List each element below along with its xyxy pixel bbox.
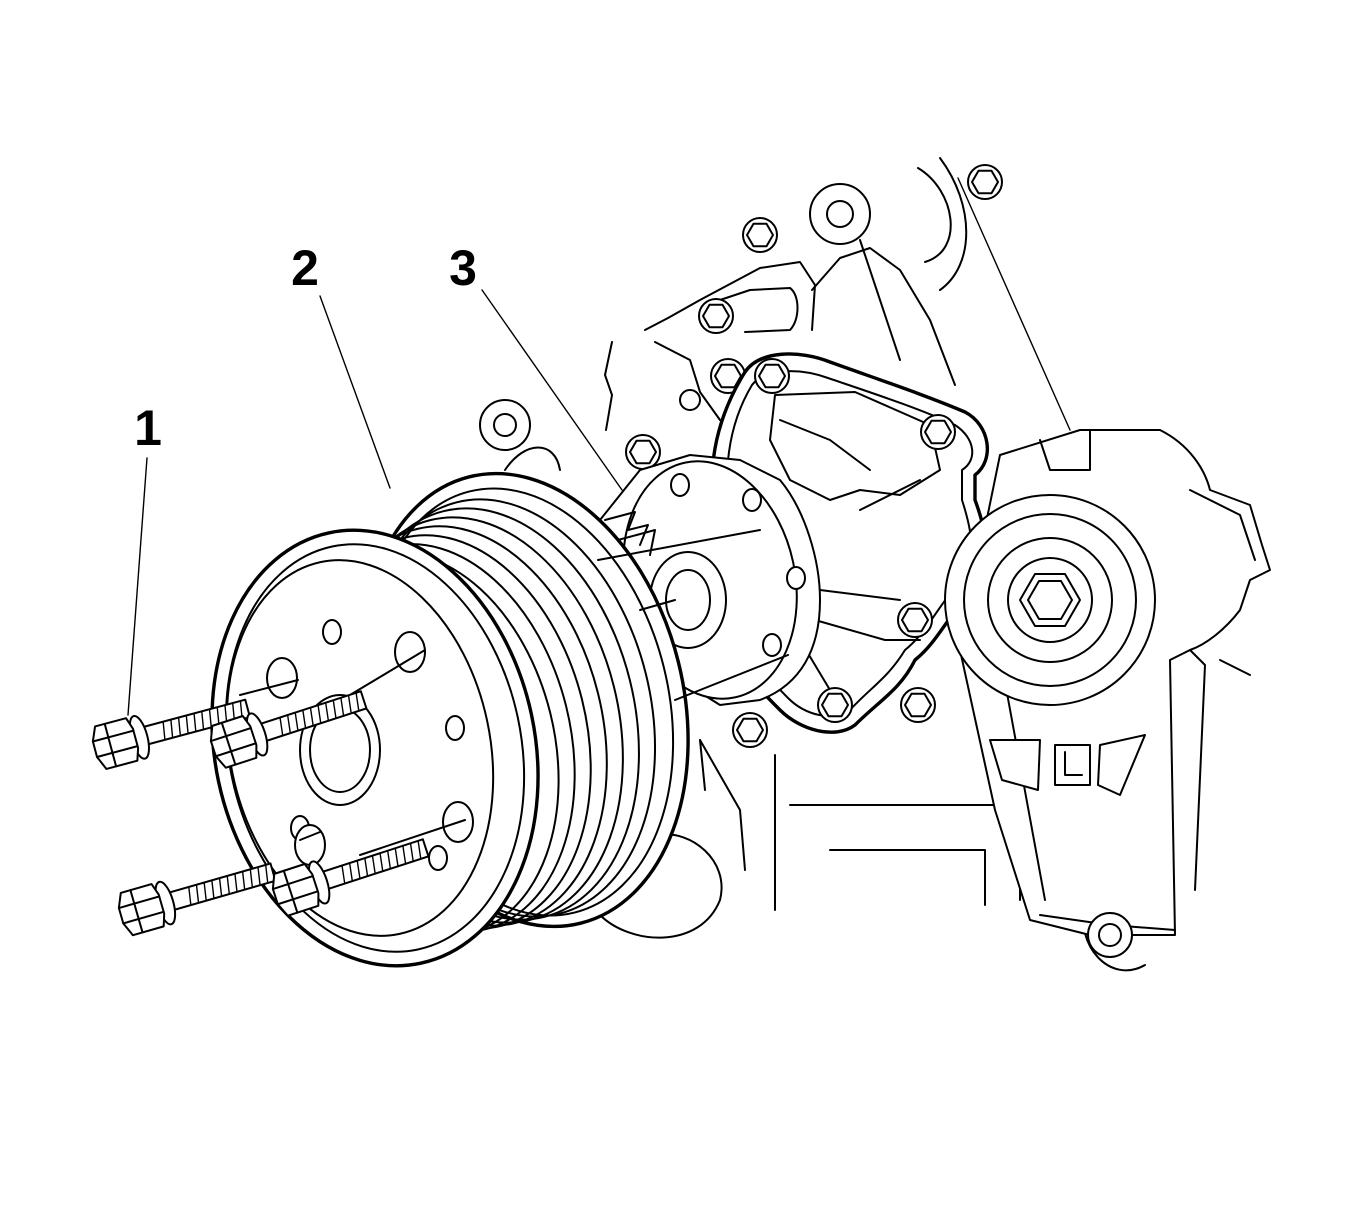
leader-line-2 (319, 295, 391, 489)
hex-bolt-head (817, 687, 853, 723)
pulley-bolt (117, 862, 277, 937)
belt-tensioner (944, 429, 1271, 958)
leader-line-1 (127, 457, 148, 716)
callouts: 1 2 3 (134, 240, 477, 456)
engine-front-cover (479, 157, 1251, 972)
callout-1: 1 (134, 400, 162, 456)
pulley-bolts (91, 690, 430, 937)
cover-bolts (625, 164, 1003, 748)
callout-2: 2 (291, 240, 319, 296)
leader-line-3 (481, 289, 623, 491)
hex-bolt-head (742, 217, 778, 253)
leader-lines (127, 289, 623, 716)
water-pump-pulley (210, 471, 690, 968)
hex-bolt-head (732, 712, 768, 748)
hex-bolt-head (625, 434, 661, 470)
pulley-bolt (271, 838, 430, 917)
pulley-bolt (209, 690, 368, 769)
hex-bolt-head (754, 358, 790, 394)
hex-bolt-head (897, 602, 933, 638)
callout-3: 3 (449, 240, 477, 296)
alignment-lines (239, 529, 789, 856)
hex-bolt-head (900, 687, 936, 723)
hex-bolt-head (698, 298, 734, 334)
water-pump-bolts (754, 358, 956, 723)
hex-bolt-head (967, 164, 1003, 200)
hex-bolt-head (920, 414, 956, 450)
